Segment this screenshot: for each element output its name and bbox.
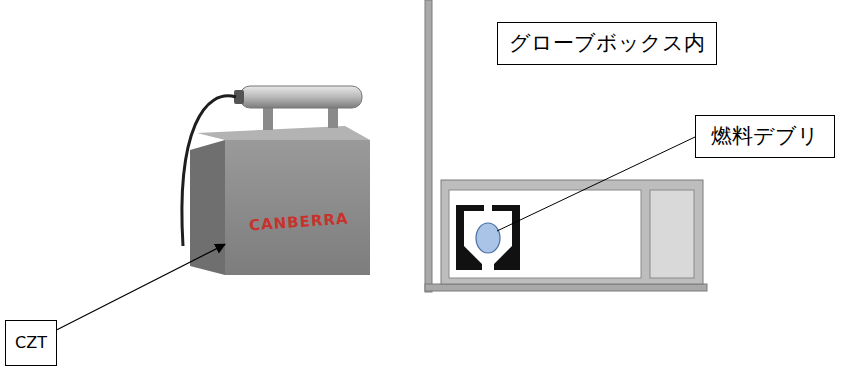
detector-cylinder [240, 86, 362, 108]
leader-line [497, 137, 695, 231]
fuel-debris [476, 223, 500, 253]
detector-side [190, 140, 225, 275]
label-box: CZT [5, 320, 57, 366]
node-text: グローブボックス内 [509, 31, 705, 56]
label-box: 燃料デブリ [695, 115, 835, 158]
glovebox-floor [425, 284, 707, 291]
node-text: 燃料デブリ [711, 124, 819, 149]
arrow-connector [57, 244, 225, 329]
glovebox-wall [425, 0, 432, 292]
node-text: CZT [15, 333, 47, 352]
detector-top [197, 126, 370, 140]
container-panel [650, 190, 694, 278]
container-inner [449, 190, 641, 278]
node-text: CANBERRA [248, 209, 349, 234]
label-box: グローブボックス内 [497, 22, 717, 65]
detector-face: CANBERRA [225, 140, 370, 275]
